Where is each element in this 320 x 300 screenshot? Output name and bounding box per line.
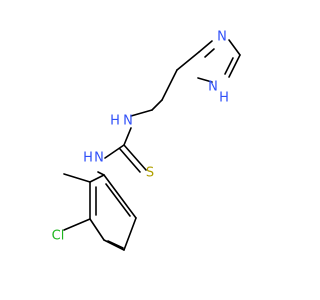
bond-ring-n1-c5 (197, 77, 213, 83)
atom-n-lower: N (94, 151, 104, 166)
bond-ch2-ch2 (151, 99, 163, 111)
bond-aryl-inner-2 (107, 240, 124, 249)
atom-h-upper-nh: H (110, 114, 120, 129)
atom-n-imidazole-top: N (217, 30, 227, 45)
bond-ring-c4-n3-double (204, 48, 215, 58)
atom-n-upper: N (123, 114, 133, 129)
bond-chloro (63, 218, 91, 231)
bond-ring-c2-n1 (228, 54, 241, 78)
bond-aryl-inner-3 (105, 183, 131, 217)
bond-ch2-to-nh (130, 109, 153, 117)
bond-ring-c5-c4 (176, 51, 200, 71)
atom-n-imidazole-nh: N (208, 80, 218, 95)
bond-upper-nh-to-c (123, 127, 132, 146)
atom-h-lower-nh: H (83, 151, 93, 166)
bond-aryl-c6-c1 (103, 174, 137, 219)
bond-methyl (63, 173, 91, 183)
bond-ring-to-ch2 (161, 69, 178, 101)
atom-h-imidazole: H (219, 91, 229, 106)
molecule-diagram: N N H H N H N S Cl (52, 30, 241, 251)
bond-aryl-c3-c4 (89, 218, 105, 241)
atom-cl: Cl (52, 229, 65, 244)
atom-s-thione: S (146, 166, 154, 181)
bond-c-s-2 (119, 148, 141, 173)
bond-lower-nh-to-aryl (97, 171, 105, 176)
bond-c-to-lower-nh (104, 144, 125, 159)
bond-aryl-c5-c6 (123, 217, 137, 251)
bond-aryl-c4-c5 (103, 239, 125, 251)
bond-c-s-1 (123, 144, 147, 171)
bond-ring-c2-n1-double (224, 57, 234, 75)
bond-aryl-c1-c2 (89, 174, 105, 183)
bond-ring-c4-n3 (198, 40, 213, 53)
structure-drawing: N N H H N H N S Cl (52, 30, 241, 251)
bond-ring-n3-c2 (228, 39, 241, 56)
